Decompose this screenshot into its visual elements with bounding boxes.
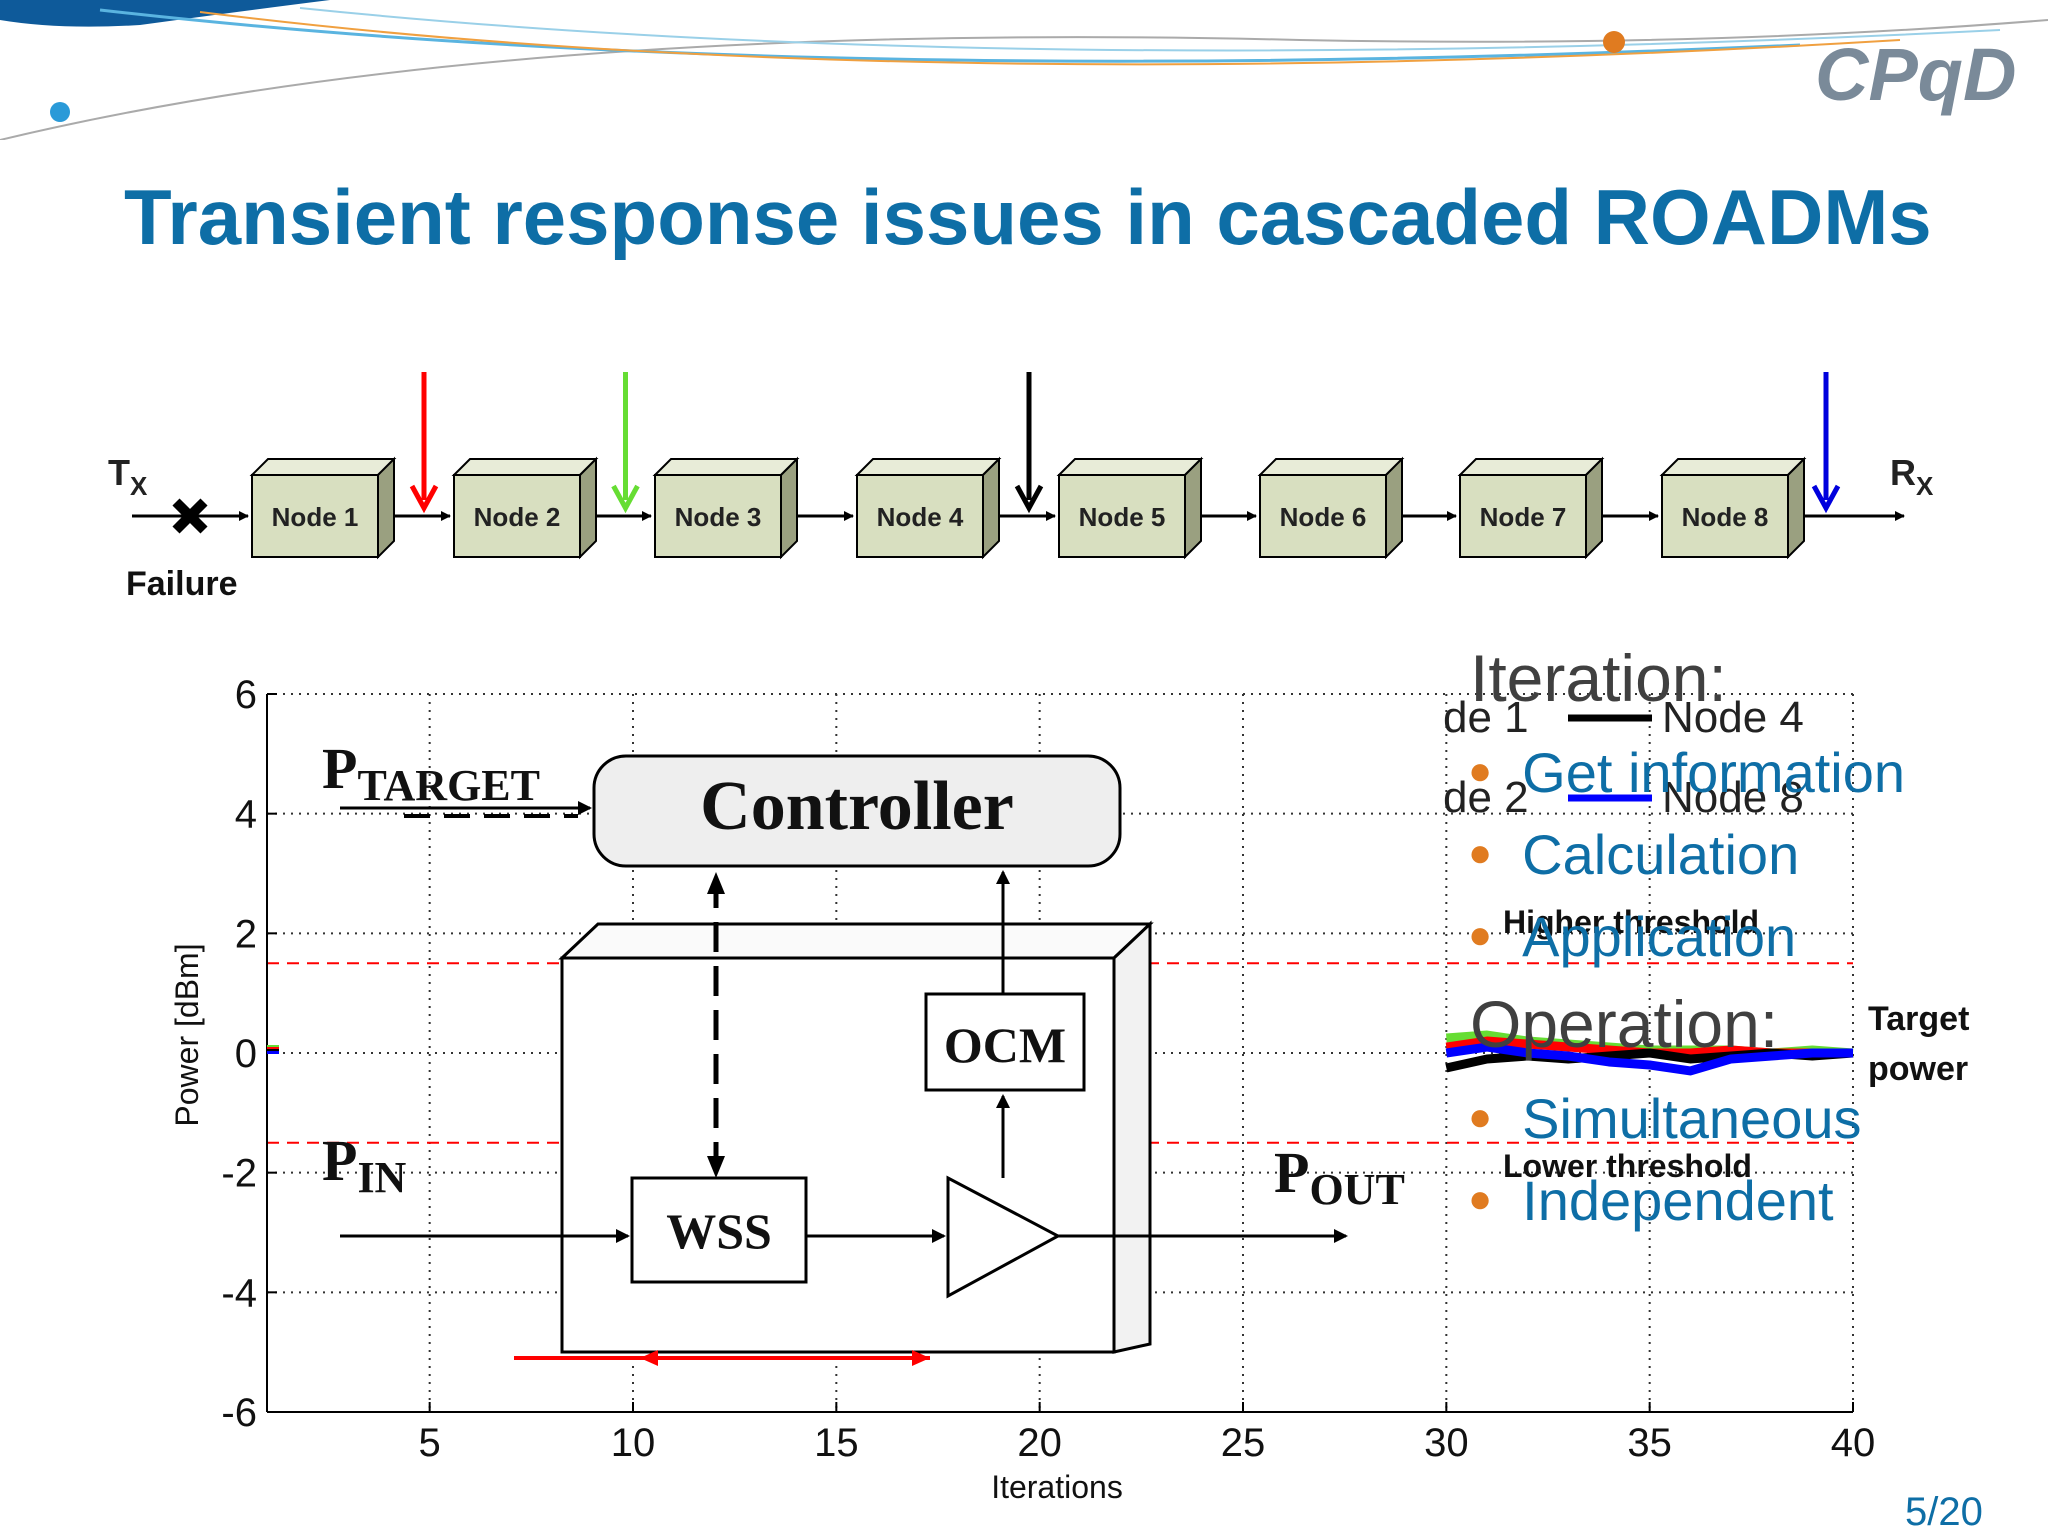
svg-text:RX: RX [1890,452,1934,501]
node-label-3: Node 3 [675,502,762,532]
slide-title: Transient response issues in cascaded RO… [124,173,1932,261]
series-start-mark-2 [267,1047,279,1050]
legend-entry-2: de 2 [1443,773,1529,822]
ocm-label: OCM [944,1017,1066,1073]
wss-label: WSS [666,1203,772,1259]
node-label-5: Node 5 [1079,502,1166,532]
legend: de 1 Node 4 de 2 Node 8 [1443,693,1804,822]
p-target-sub: TARGET [357,761,540,810]
y-tick-label: -6 [221,1391,257,1435]
y-axis-label: Power [dBm] [169,943,205,1126]
node-box-6: Node 6 [1257,456,1405,560]
y-tick-label: 0 [235,1032,257,1076]
node-box-1: Node 1 [249,456,397,560]
x-tick-label: 25 [1221,1421,1266,1465]
node-box-8: Node 8 [1659,456,1807,560]
controller-label: Controller [700,768,1014,845]
p-out-label: P [1274,1140,1309,1205]
node-box-3: Node 3 [652,456,800,560]
series-start-mark-4 [267,1051,279,1054]
header-banner: CPqD [0,0,2048,140]
p-in-label: P [322,1128,357,1193]
x-axis-label: Iterations [991,1469,1123,1505]
y-tick-label: 6 [235,673,257,717]
power-plot: 5 10 15 20 25 30 35 40 -6 -4 -2 0 2 4 6 Power [dBm] It… [169,673,1979,1505]
x-tick-label: 35 [1627,1421,1672,1465]
y-tick-label: 4 [235,793,257,837]
x-tick-label: 40 [1831,1421,1876,1465]
node-box-2: Node 2 [451,456,599,560]
tx-sub: X [130,471,148,501]
x-tick-label: 30 [1424,1421,1469,1465]
node-box-5: Node 5 [1056,456,1204,560]
higher-threshold-label: Higher threshold [1503,904,1759,940]
node-box-4: Node 4 [854,456,1002,560]
p-in-sub: IN [357,1153,406,1202]
ocm-box [924,992,1086,1092]
series-start-mark-3 [267,1049,279,1052]
failure-x-icon [172,498,208,534]
controller-box [592,754,1122,868]
node-label-8: Node 8 [1682,502,1769,532]
p-target-label: P [322,736,357,801]
legend-entry-3: Node 4 [1662,693,1804,742]
node-label-1: Node 1 [272,502,359,532]
node-label-4: Node 4 [877,502,964,532]
legend-entry-4: Node 8 [1662,773,1804,822]
node-label-6: Node 6 [1280,502,1367,532]
monitor-arrow-2 [611,372,640,514]
svg-text:POUT: POUT [1274,1140,1405,1214]
wss-box [630,1176,808,1284]
node-box-7: Node 7 [1457,456,1605,560]
node-label-7: Node 7 [1480,502,1567,532]
amplifier-symbol [946,1175,1062,1299]
p-out-sub: OUT [1309,1165,1404,1214]
svg-text:PTARGET: PTARGET [322,736,540,810]
lower-threshold-label: Lower threshold [1503,1148,1752,1184]
x-tick-label: 5 [419,1421,441,1465]
target-power-label: Target power [1868,1000,1979,1088]
series-start-mark-1 [267,1045,279,1048]
y-tick-label: -2 [221,1152,257,1196]
node-label-2: Node 2 [474,502,561,532]
y-tick-label: 2 [235,912,257,956]
svg-text:TX: TX [108,452,148,501]
controller-block-diagram: Controller OCM WSS PTARGET PIN POUT [322,736,1405,1366]
series-line-4 [1445,1042,1853,1076]
rx-label: R [1890,452,1916,493]
tx-label: T [108,452,130,493]
legend-entry-1: de 1 [1443,693,1529,742]
page-number: 5/20 [1905,1490,1983,1534]
x-tick-label: 20 [1017,1421,1062,1465]
monitor-arrow-3 [1014,372,1044,514]
monitor-arrow-4 [1811,372,1841,514]
x-tick-label: 15 [814,1421,859,1465]
cpqd-logo: CPqD [1815,33,2016,116]
rx-sub: X [1916,471,1934,501]
failure-label: Failure [126,565,237,603]
x-tick-label: 10 [611,1421,656,1465]
svg-text:PIN: PIN [322,1128,407,1202]
y-tick-label: -4 [221,1271,257,1315]
monitor-arrow-1 [409,372,439,514]
